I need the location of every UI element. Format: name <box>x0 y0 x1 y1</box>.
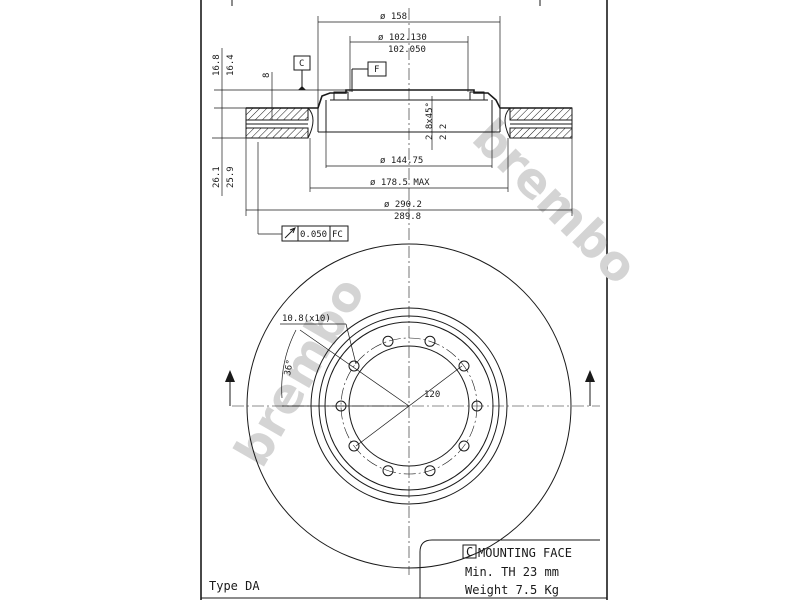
tolerance-frame <box>281 225 349 242</box>
bolt-hole <box>471 400 483 412</box>
hat-hole-right <box>469 91 485 101</box>
bolt-hole <box>348 440 360 452</box>
outer-disc-circle <box>246 243 572 569</box>
hat-hole-left <box>333 91 349 101</box>
dim-158-label: ø 158 <box>380 12 407 22</box>
dim-16-8-label: 16.8 <box>212 54 222 76</box>
mounting-face-label: MOUNTING FACE <box>478 546 572 560</box>
pcd-circle <box>340 337 478 475</box>
hat-profile-outline <box>246 89 572 109</box>
hole-spec-label: 10.8(x10) <box>282 314 331 324</box>
section-view: ø 158 ø 102.130 102.050 C F 16.8 16.4 8 … <box>212 8 573 242</box>
dim-102-130-label: ø 102.130 <box>378 33 427 43</box>
dim-8-label: 8 <box>262 73 272 78</box>
tolerance-ref: FC <box>332 230 343 240</box>
ring-edge-right <box>504 107 573 139</box>
friction-ring-right-bottom <box>509 127 573 139</box>
friction-ring-right-top <box>509 107 573 121</box>
section-arrow-left-icon <box>225 370 235 382</box>
notes-block: C MOUNTING FACE Min. TH 23 mm Weight 7.5… <box>209 539 600 598</box>
datum-c-label: C <box>299 59 304 69</box>
bolt-hole <box>382 465 394 477</box>
min-thickness-label: Min. TH 23 mm <box>465 565 559 579</box>
bolt-hole <box>348 360 360 372</box>
dim-16-4-label: 16.4 <box>226 54 236 76</box>
dim-290-2-label: ø 290.2 <box>384 200 422 210</box>
dim-2-2-label: 2.2 <box>439 124 449 140</box>
dim-102-050-label: 102.050 <box>388 45 426 55</box>
angle-label: 36° <box>283 359 296 377</box>
chamfer-label: 2.8x45° <box>425 102 435 140</box>
datum-f-label: F <box>374 65 379 75</box>
friction-ring-left-bottom <box>245 127 309 139</box>
hole-spec-leader <box>345 323 357 365</box>
mounting-face-c-letter: C <box>466 545 473 559</box>
bolt-hole <box>458 360 470 372</box>
mounting-face-c-box <box>462 544 477 559</box>
dim-144-75-label: ø 144.75 <box>380 156 423 166</box>
dim-289-8-label: 289.8 <box>394 212 421 222</box>
weight-label: Weight 7.5 Kg <box>465 583 559 597</box>
bolt-hole <box>424 335 436 347</box>
bolt-hole <box>458 440 470 452</box>
type-label: Type DA <box>209 579 260 593</box>
runout-symbol-icon <box>284 227 296 239</box>
front-view: 120 10.8(x10) 36° <box>225 243 600 575</box>
dim-25-9-label: 25.9 <box>226 166 236 188</box>
section-arrow-right-icon <box>585 370 595 382</box>
dim-178-5-label: ø 178.5 MAX <box>370 178 430 188</box>
pcd-label: 120 <box>424 390 440 400</box>
bolt-hole <box>382 335 394 347</box>
dim-26-1-label: 26.1 <box>212 166 222 188</box>
bolt-hole <box>424 465 436 477</box>
brembo-watermark: brembo brembo <box>224 109 648 476</box>
ring-edge-left <box>245 107 314 139</box>
datum-c-marker <box>298 86 306 90</box>
notes-bracket <box>419 539 600 598</box>
friction-ring-left-top <box>245 107 309 121</box>
tolerance-value: 0.050 <box>300 230 327 240</box>
angle-arc <box>281 329 297 399</box>
angle-ray-1 <box>299 329 410 407</box>
